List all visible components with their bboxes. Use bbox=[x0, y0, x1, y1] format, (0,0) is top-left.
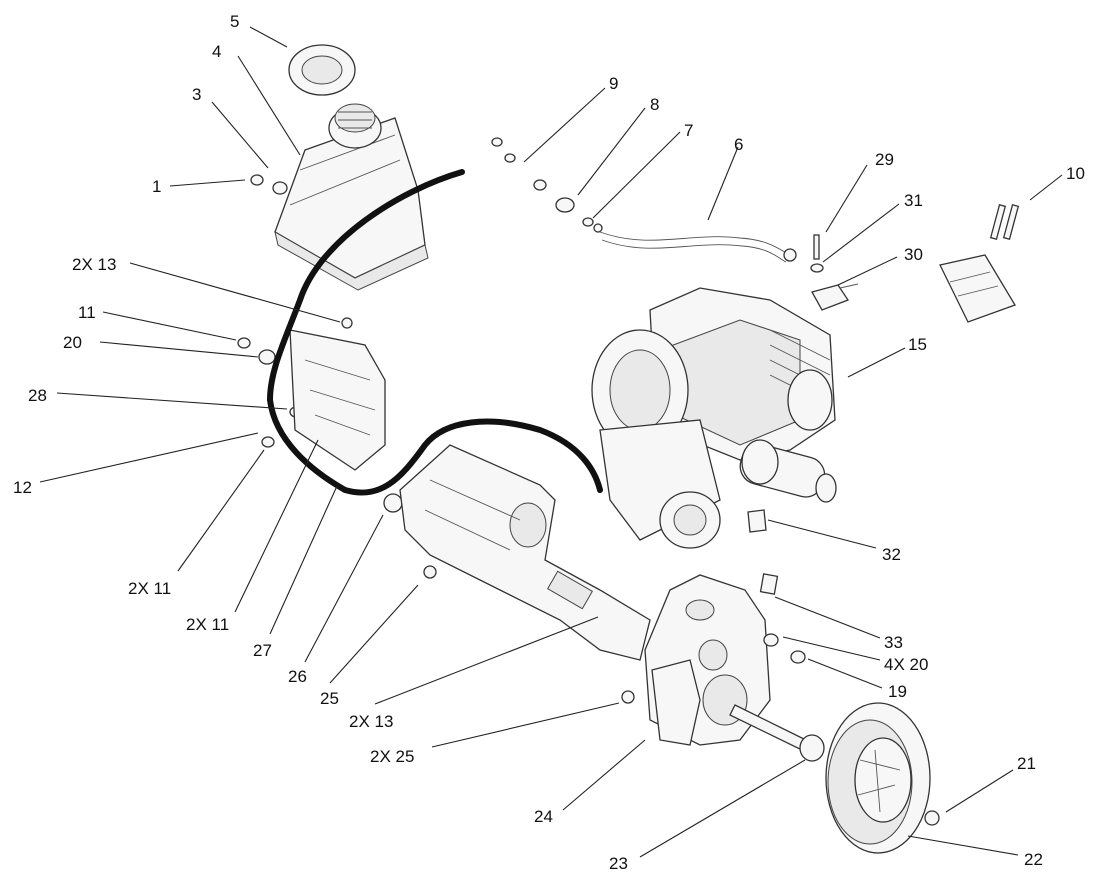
callout-19: 19 bbox=[888, 682, 907, 701]
callout-3: 3 bbox=[192, 85, 201, 104]
callout-labels: 5 4 3 1 2X 13 11 20 28 12 2X 11 2X 11 27… bbox=[13, 12, 1085, 873]
callout-15: 15 bbox=[908, 335, 927, 354]
switch-part bbox=[939, 204, 1020, 323]
callout-33: 33 bbox=[884, 633, 903, 652]
callout-23: 23 bbox=[609, 854, 628, 873]
nut-part-25 bbox=[423, 565, 437, 579]
callout-6: 6 bbox=[734, 135, 743, 154]
callout-1: 1 bbox=[152, 177, 161, 196]
callout-32: 32 bbox=[882, 545, 901, 564]
callout-2x11-right: 2X 11 bbox=[186, 615, 229, 634]
callout-10: 10 bbox=[1066, 164, 1085, 183]
cap-gasket-part bbox=[288, 44, 356, 96]
callout-8: 8 bbox=[650, 95, 659, 114]
nut-parts-1-3 bbox=[250, 174, 288, 195]
callout-9: 9 bbox=[609, 74, 618, 93]
callout-26: 26 bbox=[288, 667, 307, 686]
callout-2x13-upper: 2X 13 bbox=[72, 255, 116, 274]
callout-27: 27 bbox=[253, 641, 272, 660]
fuel-fittings-parts bbox=[491, 137, 603, 233]
frame-part bbox=[399, 444, 651, 661]
callout-29: 29 bbox=[875, 150, 894, 169]
lower-bracket-part bbox=[621, 659, 701, 746]
axle-part bbox=[729, 704, 825, 762]
nut-part-26 bbox=[383, 493, 403, 513]
callout-28: 28 bbox=[28, 386, 47, 405]
callout-20: 20 bbox=[63, 333, 82, 352]
callout-2x25: 2X 25 bbox=[370, 747, 414, 766]
callout-4x20: 4X 20 bbox=[884, 655, 928, 674]
callout-25: 25 bbox=[320, 689, 339, 708]
callout-30: 30 bbox=[904, 245, 923, 264]
fuel-tank-part bbox=[274, 103, 429, 291]
key-part bbox=[747, 509, 767, 533]
fuel-line-part bbox=[599, 231, 797, 263]
callout-12: 12 bbox=[13, 478, 32, 497]
throttle-cable bbox=[266, 169, 603, 496]
callout-4: 4 bbox=[212, 42, 221, 61]
wheel-part bbox=[825, 702, 931, 854]
callout-21: 21 bbox=[1017, 754, 1036, 773]
screw-washer-clamp-parts bbox=[810, 234, 859, 311]
callout-11: 11 bbox=[78, 303, 96, 322]
callout-5: 5 bbox=[230, 12, 239, 31]
left-bracket-part bbox=[289, 329, 386, 471]
callout-2x13-lower: 2X 13 bbox=[349, 712, 393, 731]
callout-24: 24 bbox=[534, 807, 553, 826]
engine-part bbox=[591, 287, 837, 549]
callout-2x11-left: 2X 11 bbox=[128, 579, 171, 598]
callout-7: 7 bbox=[684, 121, 693, 140]
bushing-washer-parts bbox=[759, 573, 806, 664]
leader-lines bbox=[39, 26, 1063, 858]
hub-cap-part bbox=[924, 810, 940, 826]
callout-31: 31 bbox=[904, 191, 923, 210]
callout-22: 22 bbox=[1024, 850, 1043, 869]
